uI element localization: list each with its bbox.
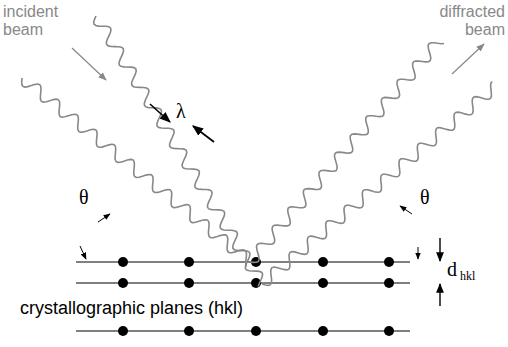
angle-symbol: θ <box>420 186 430 209</box>
spacing-subscript: hkl <box>460 270 475 284</box>
lattice-atom <box>318 278 328 288</box>
incident-direction-arrow <box>72 48 106 80</box>
beam-label: incident beam <box>3 3 69 40</box>
lattice-atom <box>184 278 194 288</box>
lattice-atom <box>251 326 261 336</box>
x-ray-waves <box>22 16 493 286</box>
lattice-atom <box>384 257 394 267</box>
lattice-atom <box>184 257 194 267</box>
x-ray-wave <box>94 16 263 286</box>
x-ray-wave <box>22 78 247 267</box>
angle-pointer <box>80 246 86 259</box>
lattice-atom <box>318 257 328 267</box>
crystal-planes <box>76 262 410 331</box>
planes-caption: crystallographic planes (hkl) <box>20 298 243 319</box>
spacing-arrow <box>439 284 440 306</box>
lattice-atom <box>318 326 328 336</box>
beam-label: diffracted beam <box>423 3 505 40</box>
x-ray-wave <box>250 43 444 263</box>
angle-pointer <box>98 214 110 222</box>
lattice-atoms <box>118 257 394 336</box>
angle-pointer <box>418 247 419 259</box>
wavelength-symbol: λ <box>176 100 186 123</box>
diffracted-direction-arrow <box>452 44 484 74</box>
lattice-atom <box>118 278 128 288</box>
spacing-arrow <box>439 238 440 261</box>
angle-pointer <box>400 206 412 214</box>
lattice-atom <box>118 257 128 267</box>
spacing-symbol: d <box>447 258 457 281</box>
lattice-atom <box>384 278 394 288</box>
lattice-atom <box>384 326 394 336</box>
lattice-atom <box>184 326 194 336</box>
angle-symbol: θ <box>79 186 89 209</box>
x-ray-wave <box>262 82 492 286</box>
wavelength-arrow <box>150 104 170 122</box>
wavelength-arrow <box>193 126 214 142</box>
lattice-atom <box>118 326 128 336</box>
